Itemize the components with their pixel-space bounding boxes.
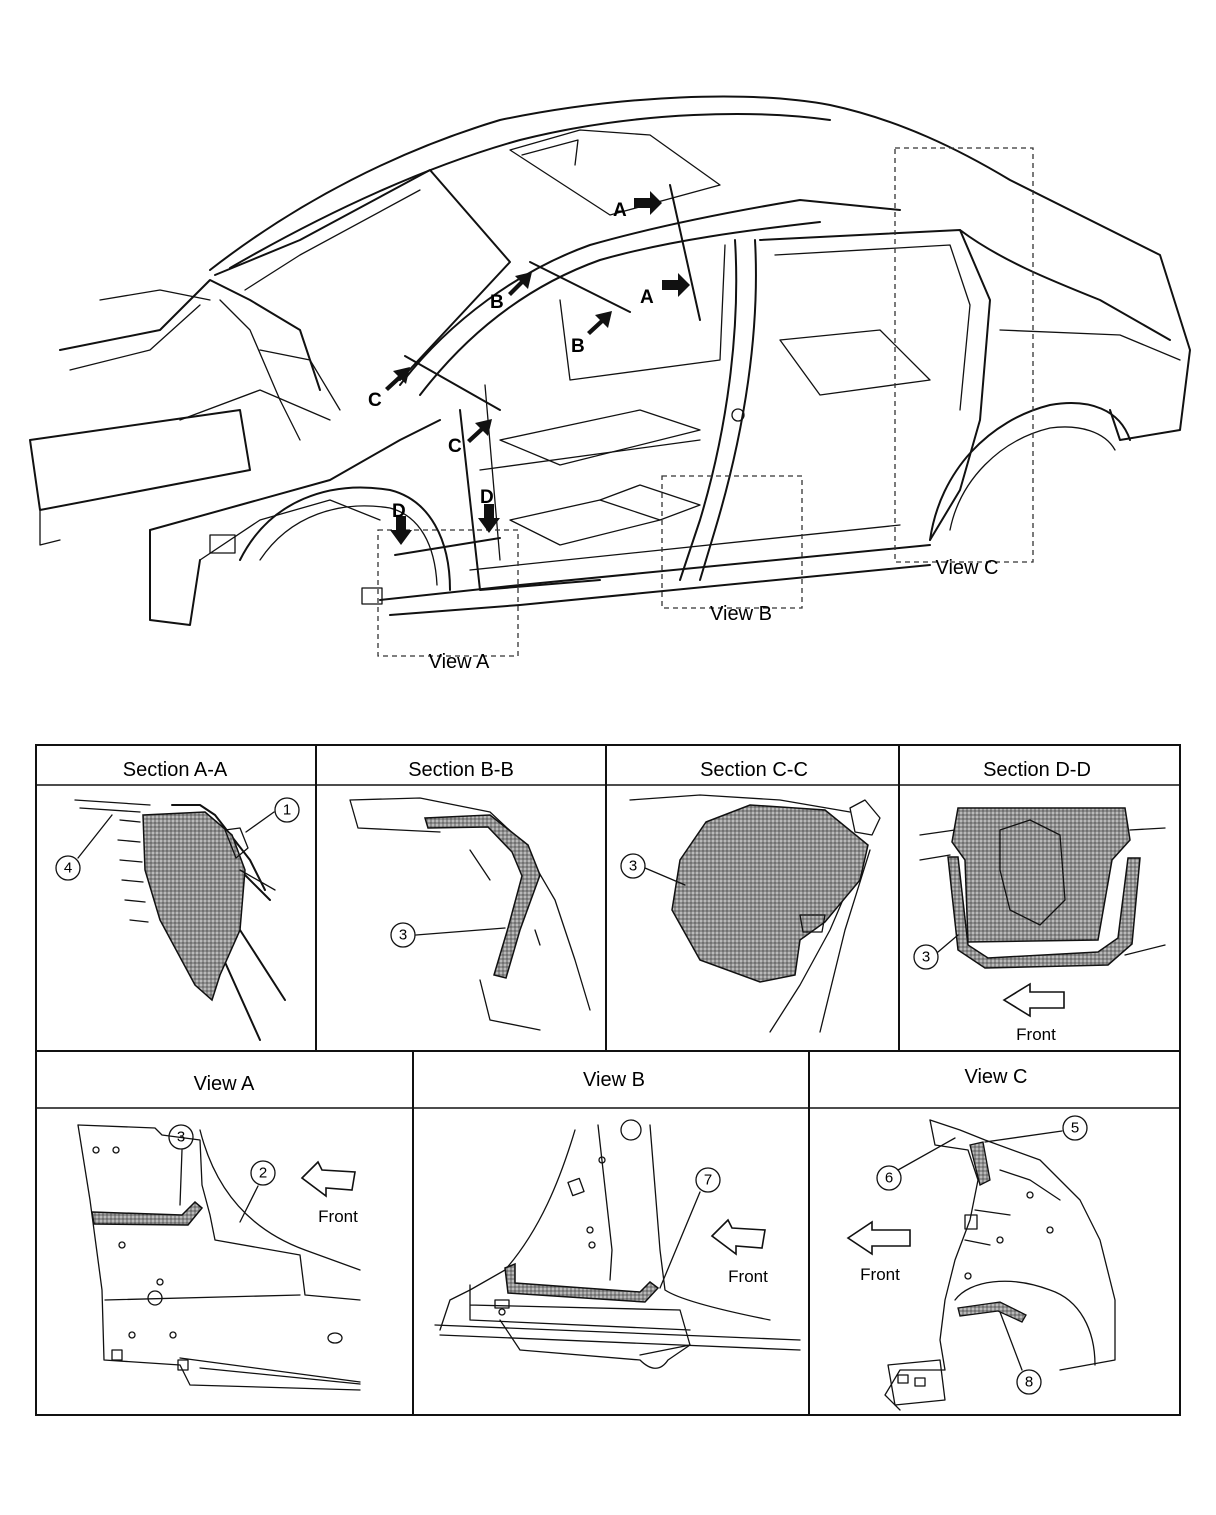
callout-5 — [1062, 1115, 1088, 1141]
cut-letter-b1: B — [490, 292, 504, 313]
callout-3 — [913, 944, 939, 970]
callout-3 — [168, 1124, 194, 1150]
foam-insulator — [671, 804, 869, 983]
front-arrow-icon — [710, 1218, 766, 1256]
section-bb-title: Section B-B — [408, 759, 514, 781]
cut-letter-b2: B — [571, 336, 585, 357]
front-label: Front — [860, 1265, 900, 1284]
view-c-panel: View C 5 6 8 Front — [846, 1066, 1116, 1411]
svg-text:6: 6 — [885, 1170, 893, 1187]
svg-text:3: 3 — [177, 1129, 185, 1146]
foam-seal — [504, 1262, 660, 1303]
front-arrow-icon — [300, 1160, 356, 1198]
foam-seal — [91, 1200, 204, 1226]
callout-7 — [695, 1167, 721, 1193]
car-body-overview: A A B B C C D D View A View B View C — [29, 95, 1191, 673]
front-label: Front — [318, 1207, 358, 1226]
cut-line-c — [404, 355, 501, 411]
view-b-label: View B — [710, 603, 772, 625]
svg-text:8: 8 — [1025, 1374, 1033, 1391]
svg-text:3: 3 — [399, 927, 407, 944]
foam-insulator — [951, 807, 1131, 943]
view-b-title: View B — [583, 1069, 645, 1091]
front-label: Front — [728, 1267, 768, 1286]
cut-letter-a1: A — [613, 200, 627, 221]
callout-4 — [55, 855, 81, 881]
view-b-box — [661, 475, 803, 609]
svg-text:2: 2 — [259, 1165, 267, 1182]
front-arrow-icon — [846, 1220, 911, 1256]
section-cc-panel: Section C-C 3 — [620, 759, 881, 1033]
view-a-box — [377, 529, 519, 657]
cut-line-d — [394, 537, 501, 556]
section-dd-title: Section D-D — [983, 759, 1091, 781]
callout-3 — [390, 922, 416, 948]
detail-grid — [35, 744, 1181, 1416]
callout-2 — [250, 1160, 276, 1186]
callout-1 — [274, 797, 300, 823]
section-aa-title: Section A-A — [123, 759, 228, 781]
front-arrow-icon — [1002, 982, 1065, 1018]
foam-seal — [947, 856, 1141, 969]
cut-letter-d2: D — [480, 487, 494, 508]
view-c-title: View C — [965, 1066, 1028, 1088]
section-bb-panel: Section B-B 3 — [349, 759, 591, 1031]
view-c-label: View C — [936, 557, 999, 579]
foam-insulator — [142, 811, 246, 1002]
view-a-label: View A — [429, 651, 490, 673]
svg-text:7: 7 — [704, 1172, 712, 1189]
callout-6 — [876, 1165, 902, 1191]
svg-text:3: 3 — [922, 949, 930, 966]
cut-line-a — [669, 184, 701, 321]
svg-text:5: 5 — [1071, 1120, 1079, 1137]
view-a-title: View A — [194, 1073, 255, 1095]
foam-insulator — [424, 814, 541, 979]
view-a-panel: View A 3 2 Front — [77, 1073, 361, 1391]
front-label: Front — [1016, 1025, 1056, 1044]
section-dd-panel: Section D-D 3 Front — [913, 759, 1166, 1044]
cut-letter-d1: D — [392, 501, 406, 522]
section-aa-panel: Section A-A 1 4 — [55, 759, 300, 1041]
foam-seal — [957, 1301, 1027, 1323]
cut-letter-c2: C — [448, 436, 462, 457]
callout-3 — [620, 853, 646, 879]
callout-8 — [1016, 1369, 1042, 1395]
section-cc-title: Section C-C — [700, 759, 808, 781]
svg-text:1: 1 — [283, 802, 291, 819]
svg-text:4: 4 — [64, 860, 72, 877]
svg-text:3: 3 — [629, 858, 637, 875]
view-c-box — [894, 147, 1034, 563]
cut-letter-c1: C — [368, 390, 382, 411]
cut-letter-a2: A — [640, 287, 654, 308]
section-arrows — [385, 191, 690, 545]
view-b-panel: View B 7 Front — [434, 1069, 801, 1369]
foam-seal — [969, 1141, 991, 1186]
cut-line-b — [529, 261, 631, 313]
